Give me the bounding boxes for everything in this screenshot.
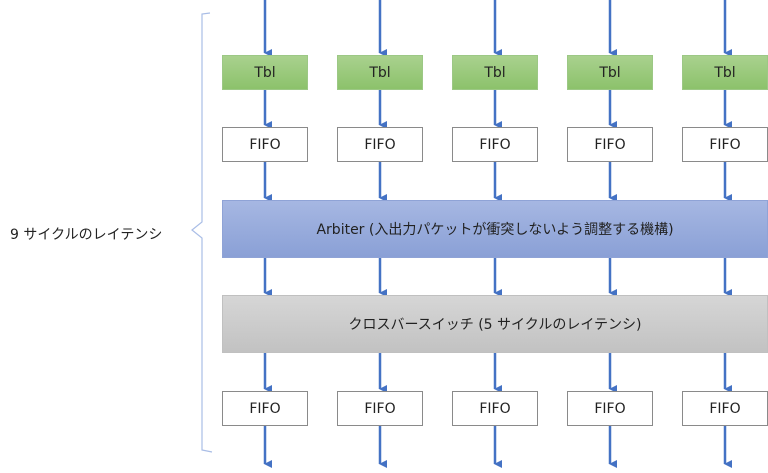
fifo-bottom-label: FIFO <box>249 400 281 417</box>
fifo-top-label: FIFO <box>364 136 396 153</box>
fifo-top-label: FIFO <box>479 136 511 153</box>
arrows <box>263 0 732 468</box>
tbl-box: Tbl <box>682 55 768 90</box>
fifo-top-box: FIFO <box>567 127 653 162</box>
fifo-top-label: FIFO <box>249 136 281 153</box>
tbl-label: Tbl <box>484 64 506 81</box>
fifo-bottom-label: FIFO <box>594 400 626 417</box>
fifo-top-box: FIFO <box>682 127 768 162</box>
fifo-bottom-box: FIFO <box>567 391 653 426</box>
fifo-bottom-label: FIFO <box>479 400 511 417</box>
tbl-label: Tbl <box>254 64 276 81</box>
fifo-top-label: FIFO <box>594 136 626 153</box>
latency-label: 9 サイクルのレイテンシ <box>10 227 163 243</box>
tbl-box: Tbl <box>222 55 308 90</box>
tbl-label: Tbl <box>714 64 736 81</box>
arbiter-label: Arbiter (入出力パケットが衝突しないよう調整する機構) <box>316 222 674 238</box>
fifo-top-box: FIFO <box>222 127 308 162</box>
fifo-bottom-label: FIFO <box>709 400 741 417</box>
fifo-bottom-label: FIFO <box>364 400 396 417</box>
tbl-box: Tbl <box>337 55 423 90</box>
fifo-top-label: FIFO <box>709 136 741 153</box>
latency-bracket <box>191 12 213 453</box>
fifo-top-box: FIFO <box>337 127 423 162</box>
fifo-bottom-box: FIFO <box>222 391 308 426</box>
arbiter-block: Arbiter (入出力パケットが衝突しないよう調整する機構) <box>222 200 768 258</box>
fifo-bottom-box: FIFO <box>452 391 538 426</box>
fifo-top-box: FIFO <box>452 127 538 162</box>
crossbar-label: クロスバースイッチ (5 サイクルのレイテンシ) <box>348 317 642 333</box>
fifo-bottom-box: FIFO <box>337 391 423 426</box>
crossbar-switch-block: クロスバースイッチ (5 サイクルのレイテンシ) <box>222 295 768 353</box>
tbl-label: Tbl <box>599 64 621 81</box>
tbl-label: Tbl <box>369 64 391 81</box>
tbl-box: Tbl <box>452 55 538 90</box>
tbl-box: Tbl <box>567 55 653 90</box>
fifo-bottom-box: FIFO <box>682 391 768 426</box>
